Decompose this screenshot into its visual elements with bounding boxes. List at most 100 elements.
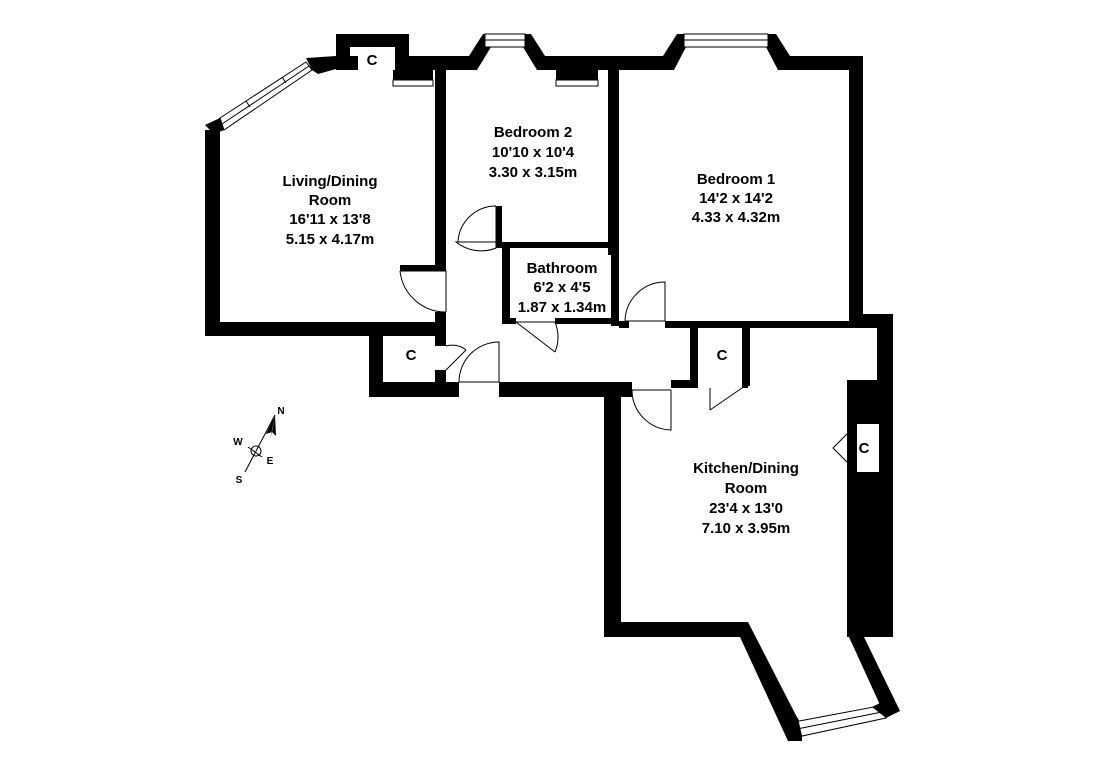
left-cup-east-b	[435, 370, 446, 382]
hall-south-wall	[499, 382, 632, 397]
room-kitchen: Kitchen/Dining Room 23'4 x 13'0 7.10 x 3…	[693, 460, 799, 537]
kitchen-east-edge	[847, 424, 857, 472]
bed1-top-wall	[778, 56, 863, 70]
left-cup-east	[435, 330, 446, 346]
bedroom1-imperial: 14'2 x 14'2	[699, 190, 773, 207]
kitchen-name-line2: Room	[725, 480, 768, 497]
bath-south-wall	[502, 318, 516, 324]
compass-w: W	[233, 437, 243, 448]
bedroom2-name: Bedroom 2	[494, 124, 572, 141]
bed1-south-wall	[665, 321, 863, 328]
kitchen-door	[631, 389, 672, 431]
kitchen-metric: 7.10 x 3.95m	[702, 520, 790, 537]
bed1-door	[624, 281, 666, 322]
living-fireplace	[393, 70, 433, 80]
right-cup-door	[832, 423, 858, 473]
top-wall-seg-a	[350, 56, 358, 70]
bath-east-wall	[611, 242, 619, 326]
compass-n: N	[277, 406, 284, 417]
kitchen-east-wall	[877, 314, 893, 380]
living-east-stub	[400, 265, 446, 271]
mid-cup-south-a	[671, 380, 698, 388]
kitchen-bay-window-corner-left	[786, 718, 802, 738]
left-cup-south	[369, 382, 459, 397]
bedroom1-name: Bedroom 1	[697, 171, 775, 188]
bed1-east-wall	[849, 56, 863, 328]
bed2-east-wall	[608, 65, 619, 255]
bath-south-wall-b	[555, 318, 617, 324]
bath-west-wall	[502, 242, 510, 322]
compass-e: E	[267, 456, 274, 467]
compass-north-arrow-b	[272, 415, 276, 436]
top-cupboard-wall-top	[336, 34, 409, 47]
bathroom-imperial: 6'2 x 4'5	[533, 279, 590, 296]
living-bay-window-line	[221, 65, 310, 125]
compass-icon: N W E S	[233, 406, 284, 486]
kitchen-east-block-b	[847, 472, 893, 622]
bed2-fireplace	[556, 70, 598, 80]
bed2-door	[454, 205, 497, 252]
bed2-door-jamb	[496, 206, 502, 248]
left-cup-door	[445, 344, 467, 371]
bed1-bay-left	[663, 34, 686, 70]
bedroom1-metric: 4.33 x 4.32m	[692, 209, 780, 226]
kitchen-name-line1: Kitchen/Dining	[693, 460, 799, 477]
compass-s: S	[236, 475, 243, 486]
kitchen-se-wall	[847, 622, 893, 637]
doors	[399, 205, 858, 473]
bathroom-name: Bathroom	[527, 260, 598, 277]
living-east-wall-lower	[435, 312, 446, 336]
living-hearth	[392, 79, 434, 87]
cupboard-label-top: C	[367, 52, 378, 69]
walls	[205, 34, 900, 741]
bedroom2-imperial: 10'10 x 10'4	[492, 144, 575, 161]
room-bedroom2: Bedroom 2 10'10 x 10'4 3.30 x 3.15m	[489, 124, 577, 181]
living-west-wall	[205, 130, 220, 335]
hall-door	[458, 341, 500, 383]
mid-cup-west	[690, 328, 698, 386]
cupboard-label-right: C	[859, 440, 870, 457]
bedroom2-metric: 3.30 x 3.15m	[489, 164, 577, 181]
top-wall-b	[537, 56, 671, 70]
kitchen-east-edge-b	[879, 424, 893, 472]
kitchen-imperial: 23'4 x 13'0	[709, 500, 783, 517]
kitchen-west-wall	[604, 390, 621, 637]
bath-door	[515, 321, 559, 353]
top-wall-a	[409, 56, 469, 70]
kitchen-bay-window-line	[796, 711, 883, 730]
bed2-hearth	[555, 79, 599, 87]
living-south-wall	[205, 322, 441, 336]
living-imperial: 16'11 x 13'8	[289, 211, 370, 228]
kitchen-bay-window	[793, 705, 887, 737]
room-bedroom1: Bedroom 1 14'2 x 14'2 4.33 x 4.32m	[692, 171, 780, 226]
living-door	[399, 270, 447, 313]
bed1-west-wall-lower	[619, 321, 629, 328]
windows	[219, 33, 898, 738]
kitchen-east-block	[847, 380, 893, 424]
living-east-wall-upper	[435, 65, 446, 269]
room-bathroom: Bathroom 6'2 x 4'5 1.87 x 1.34m	[518, 260, 606, 316]
living-bay-window-mullion-b	[281, 76, 287, 84]
compass-axis-ns	[244, 414, 276, 473]
compass-axis-we	[247, 446, 263, 458]
living-bay-window-mullion-a	[245, 100, 251, 108]
room-living: Living/Dining Room 16'11 x 13'8 5.15 x 4…	[283, 173, 378, 248]
living-name-line2: Room	[309, 192, 352, 209]
bed2-south-wall	[496, 242, 619, 248]
compass-north-arrow	[266, 415, 275, 440]
kitchen-bay-right	[849, 637, 900, 718]
cupboard-label-middle: C	[717, 347, 728, 364]
mid-cup-east	[742, 328, 750, 386]
cupboard-label-left: C	[406, 347, 417, 364]
living-bay-wall-top	[306, 56, 336, 74]
kitchen-south-wall	[604, 622, 802, 741]
mid-cup-south-b	[742, 380, 748, 388]
compass-center	[250, 445, 262, 457]
left-cup-west	[369, 330, 383, 397]
living-bay-window	[219, 61, 313, 131]
living-name-line1: Living/Dining	[283, 173, 378, 190]
bathroom-metric: 1.87 x 1.34m	[518, 299, 606, 316]
kitchen-bay-window-corner	[872, 700, 898, 718]
living-metric: 5.15 x 4.17m	[286, 231, 374, 248]
